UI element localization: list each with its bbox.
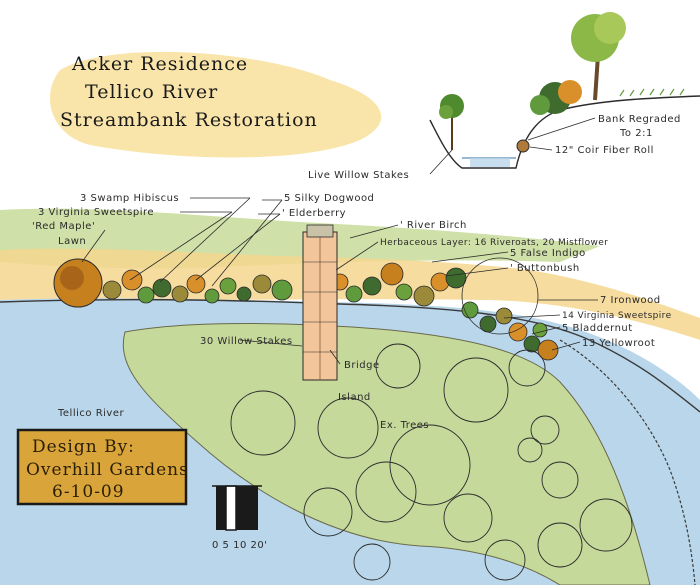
label-elderberry: ' Elderberry: [282, 208, 346, 219]
label-bridge: Bridge: [344, 360, 380, 371]
shrub: [219, 277, 237, 295]
label-tellico-river: Tellico River: [57, 408, 124, 419]
island-area: [122, 323, 651, 585]
stamp-line-3: 6-10-09: [52, 482, 125, 502]
shrub: [380, 262, 404, 286]
label-virginia-sweetspire-right: 14 Virginia Sweetspire: [562, 311, 672, 321]
leader-coir-roll: [529, 146, 553, 151]
label-yellowroot: 13 Yellowroot: [582, 338, 655, 349]
label-swamp-hibiscus: 3 Swamp Hibiscus: [80, 193, 179, 204]
title-line-3: Streambank Restoration: [60, 109, 318, 131]
shrub: [152, 278, 172, 298]
label-silky-dogwood: 5 Silky Dogwood: [284, 193, 374, 204]
shrub: [495, 307, 513, 325]
label-red-maple: 'Red Maple': [32, 221, 95, 232]
label-ironwood: 7 Ironwood: [600, 295, 661, 306]
shrub: [395, 283, 413, 301]
label-bank-regraded-2: To 2:1: [619, 128, 653, 139]
label-coir-roll: 12" Coir Fiber Roll: [555, 145, 654, 156]
title-line-1: Acker Residence: [71, 53, 248, 75]
bridge: [302, 224, 338, 381]
shrub: [445, 267, 467, 289]
leader-bank-regraded: [527, 117, 596, 141]
label-ex-trees: Ex. Trees: [380, 420, 429, 431]
leader-lines: [81, 197, 598, 365]
label-virginia-sweetspire-left: 3 Virginia Sweetspire: [38, 207, 154, 218]
bank-section-sketch: [429, 12, 700, 169]
shrub: [252, 274, 272, 294]
stamp-line-2: Overhill Gardens: [26, 460, 189, 480]
label-willow-stakes: 30 Willow Stakes: [200, 336, 293, 347]
scale-bar: [212, 485, 262, 531]
label-bank-regraded-1: Bank Regraded: [598, 114, 681, 125]
shrub: [271, 279, 293, 301]
shrub: [102, 280, 122, 300]
river-edge: [0, 298, 700, 413]
label-live-willow-stakes: Live Willow Stakes: [308, 170, 409, 181]
shrub: [204, 288, 220, 304]
design-stamp: [16, 428, 188, 506]
shrub: [236, 286, 252, 302]
shrub: [345, 285, 363, 303]
shrub: [413, 285, 435, 307]
title-wash: [50, 51, 382, 158]
label-river-birch: ' River Birch: [400, 220, 467, 231]
shrub: [171, 285, 189, 303]
planting-band: [53, 257, 559, 361]
shrub: [186, 274, 206, 294]
existing-trees: [230, 343, 633, 581]
east-bank-edge: [559, 339, 696, 585]
label-false-indigo: 5 False Indigo: [510, 248, 586, 259]
shrub: [537, 339, 559, 361]
label-island: Island: [338, 392, 371, 403]
shrub: [137, 286, 155, 304]
stamp-line-1: Design By:: [32, 437, 135, 457]
shrub: [362, 276, 382, 296]
leader-live-willow: [429, 149, 453, 175]
label-bladdernut: 5 Bladdernut: [562, 323, 633, 334]
label-herbaceous-layer: Herbaceous Layer: 16 Riveroats, 20 Mistf…: [380, 238, 608, 248]
label-buttonbush: ' Buttonbush: [510, 263, 580, 274]
shrub: [532, 322, 548, 338]
label-lawn: Lawn: [58, 236, 86, 247]
scale-ticks: 0 5 10 20': [212, 540, 267, 551]
shrub: [461, 301, 479, 319]
title-line-2: Tellico River: [85, 81, 218, 103]
shrub: [508, 322, 528, 342]
tree-ironwood-outline: [461, 257, 539, 335]
shrub: [121, 269, 143, 291]
